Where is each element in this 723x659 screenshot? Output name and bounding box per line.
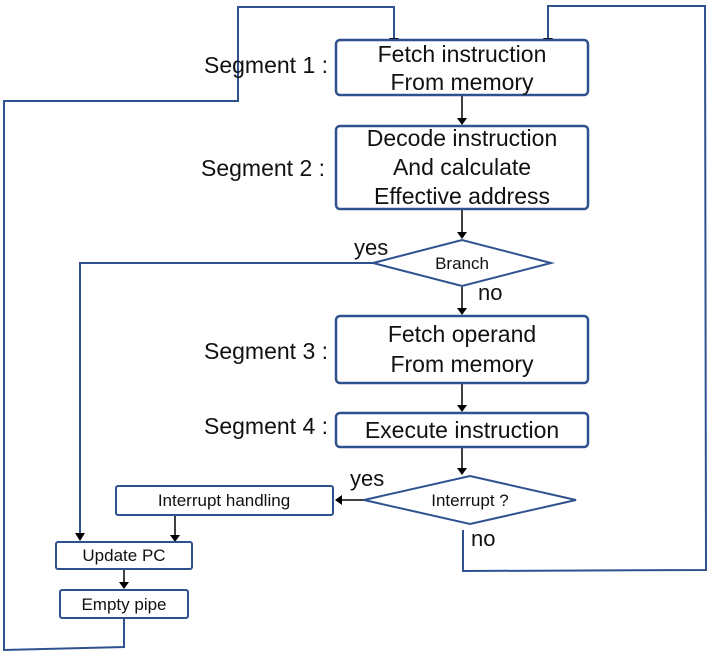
empty-pipe-label: Empty pipe	[81, 595, 166, 614]
decode-instruction-box	[334, 124, 590, 211]
update-pc-label: Update PC	[82, 546, 165, 565]
fetch-instruction-box	[334, 38, 590, 97]
interrupt-handling-box	[115, 485, 334, 516]
interrupt-decision-label: Interrupt ?	[431, 491, 509, 510]
arrowhead	[457, 308, 467, 315]
branch-decision-label: Branch	[435, 254, 489, 273]
fetch-operand-line-1: Fetch operand	[388, 321, 536, 347]
fetch-operand-line-2: From memory	[390, 351, 534, 377]
segment-4-label: Segment 4 :	[204, 413, 328, 439]
arrowhead	[75, 533, 85, 541]
loop-line-no-interrupt-to-decode	[462, 5, 708, 573]
segment-1-label: Segment 1 :	[204, 52, 328, 78]
arrowhead	[170, 535, 180, 542]
execute-instruction-label: Execute instruction	[365, 417, 559, 443]
fetch-instruction-line-1: Fetch instruction	[378, 41, 547, 67]
arrowhead	[457, 118, 467, 125]
fetch-operand-box	[334, 314, 590, 385]
branch-decision	[369, 238, 555, 288]
loop-line-empty-pipe-to-fetch	[3, 6, 395, 652]
fetch-instruction-line-2: From memory	[390, 69, 534, 95]
decode-instruction-line-2: And calculate	[393, 154, 531, 180]
branch-yes-line	[79, 262, 373, 540]
arrowhead	[457, 405, 467, 412]
execute-instruction-box	[334, 411, 590, 449]
interrupt-no-label: no	[471, 526, 495, 551]
segment-2-label: Segment 2 :	[201, 155, 325, 181]
arrowhead	[457, 468, 467, 475]
arrowhead	[119, 582, 129, 589]
branch-no-label: no	[478, 280, 502, 305]
arrowhead	[335, 495, 342, 505]
empty-pipe-box	[59, 589, 189, 619]
decode-instruction-line-3: Effective address	[374, 183, 550, 209]
interrupt-handling-label: Interrupt handling	[158, 491, 290, 510]
branch-yes-label: yes	[354, 235, 388, 260]
arrowhead	[457, 232, 467, 239]
update-pc-box	[55, 541, 193, 570]
decode-instruction-line-1: Decode instruction	[367, 125, 558, 151]
interrupt-decision	[363, 474, 577, 526]
interrupt-yes-label: yes	[350, 466, 384, 491]
segment-3-label: Segment 3 :	[204, 338, 328, 364]
